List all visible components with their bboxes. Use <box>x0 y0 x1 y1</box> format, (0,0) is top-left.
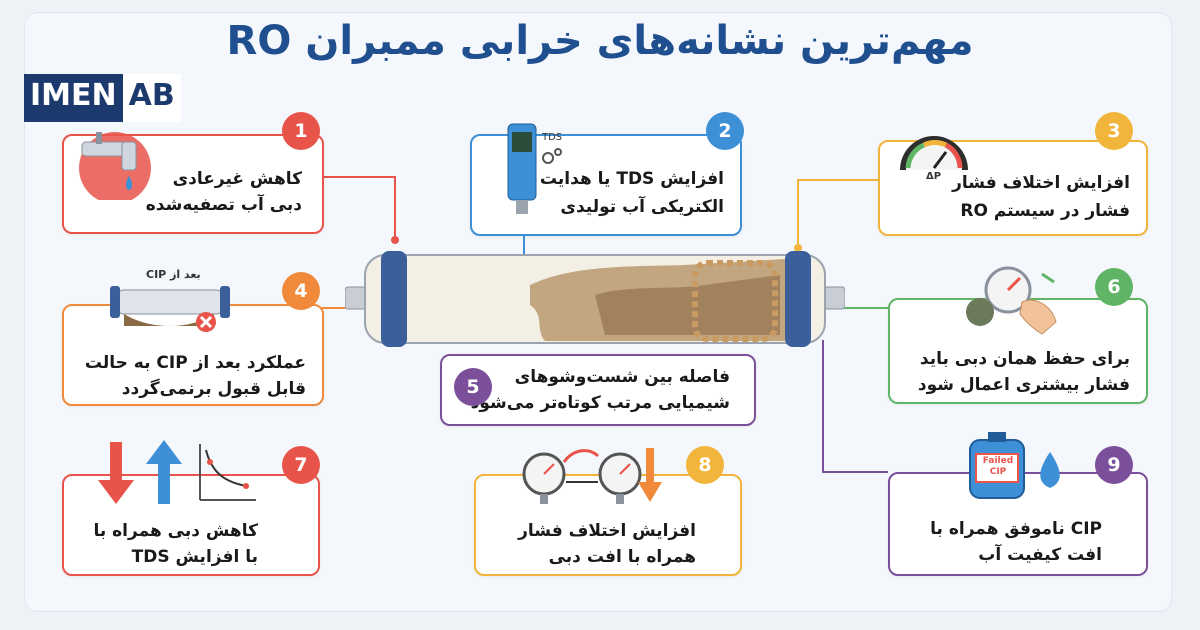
sign-6-line1: برای حفظ همان دبی باید <box>919 349 1130 369</box>
sign-6-badge: 6 <box>1095 268 1133 306</box>
logo-part-imen: IMEN <box>24 74 123 122</box>
sign-5-badge: 5 <box>454 368 492 406</box>
arrows-graph-icon <box>98 440 256 504</box>
sign-card-2: افزایش TDS یا هدایت الکتریکی آب تولیدی <box>470 134 742 236</box>
sign-9-badge: 9 <box>1095 446 1133 484</box>
sign-2-line2: الکتریکی آب تولیدی <box>560 197 724 217</box>
sign-card-6: برای حفظ همان دبی باید فشار بیشتری اعمال… <box>888 298 1148 404</box>
sign-9-line2: افت کیفیت آب <box>978 545 1102 565</box>
logo-part-ab: AB <box>122 74 181 122</box>
sign-3-badge: 3 <box>1095 112 1133 150</box>
ro-membrane-illustration <box>345 251 845 347</box>
sign-7-badge: 7 <box>282 446 320 484</box>
two-gauges-icon <box>522 448 662 504</box>
failed-cip-tank-icon <box>969 432 1060 499</box>
dirty-membrane-icon <box>110 286 230 332</box>
tds-icon-label: TDS <box>541 132 562 143</box>
sign-card-9: CIP ناموفق همراه با افت کیفیت آب <box>888 472 1148 576</box>
sign-1-line1: کاهش غیرعادی <box>172 169 302 189</box>
page-title: مهم‌ترین نشانه‌های خرابی ممبران RO <box>226 18 974 64</box>
sign-card-5: فاصله بین شست‌وشوهای شیمیایی مرتب کوتاه‌… <box>440 354 756 426</box>
sign-1-line2: دبی آب تصفیه‌شده <box>145 195 302 215</box>
sign-4-badge: 4 <box>282 272 320 310</box>
sign-7-line2: با افزایش TDS <box>131 547 258 567</box>
hand-valve-icon <box>966 266 1057 335</box>
sign-card-4: عملکرد بعد از CIP به حالت قابل قبول برنم… <box>62 304 324 406</box>
sign-card-8: افزایش اختلاف فشار همراه با افت دبی <box>474 474 742 576</box>
sign-1-badge: 1 <box>282 112 320 150</box>
sign-5-line1: فاصله بین شست‌وشوهای <box>514 367 730 387</box>
sign-2-badge: 2 <box>706 112 744 150</box>
sign-4-line1: عملکرد بعد از CIP به حالت <box>84 353 306 373</box>
sign-card-7: کاهش دبی همراه با با افزایش TDS <box>62 474 320 576</box>
sign-6-line2: فشار بیشتری اعمال شود <box>917 375 1130 395</box>
tds-meter-icon: TDS <box>507 123 562 214</box>
sign-3-line1: افزایش اختلاف فشار <box>952 173 1130 193</box>
pressure-gauge-icon <box>900 136 968 170</box>
sign-2-line1: افزایش TDS یا هدایت <box>539 169 724 189</box>
sign-5-line2: شیمیایی مرتب کوتاه‌تر می‌شود <box>470 393 730 413</box>
sign-8-badge: 8 <box>686 446 724 484</box>
sign-7-line1: کاهش دبی همراه با <box>93 521 258 541</box>
sign-9-line1: CIP ناموفق همراه با <box>930 519 1102 539</box>
sign-8-line2: همراه با افت دبی <box>548 547 696 567</box>
sign-8-line1: افزایش اختلاف فشار <box>518 521 696 541</box>
delta-p-label: ΔP <box>926 171 942 182</box>
sign-3-line2: فشار در سیستم RO <box>960 201 1130 221</box>
faucet-icon <box>79 132 151 200</box>
after-cip-label: بعد از CIP <box>146 268 201 281</box>
failed-cip-label: Failed CIP <box>982 456 1014 477</box>
sign-4-line2: قابل قبول برنمی‌گردد <box>121 379 306 399</box>
brand-logo: IMEN AB <box>24 74 181 122</box>
